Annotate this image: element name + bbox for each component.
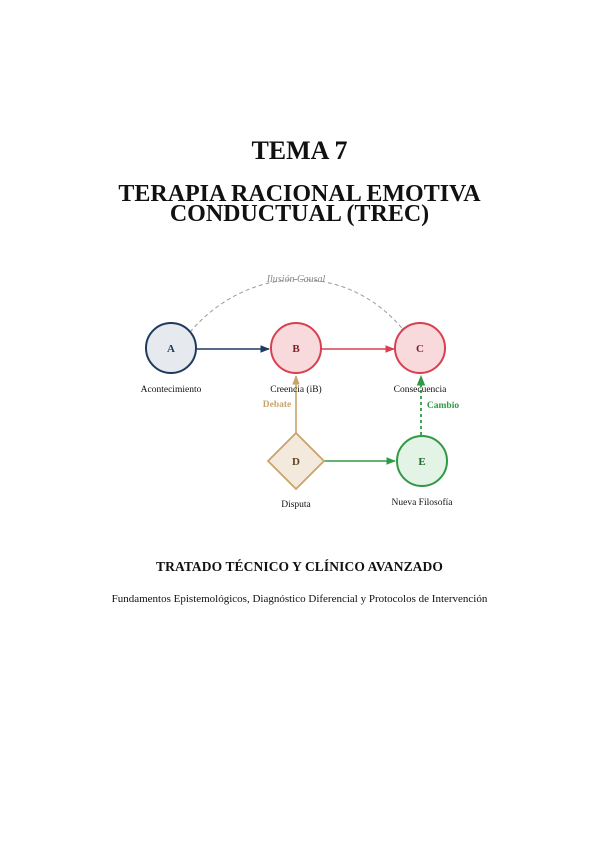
node-b-circle <box>270 322 322 374</box>
causal-illusion-label: Ilusión Causal <box>266 274 326 285</box>
node-e-letter: E <box>418 456 425 468</box>
node-d-diamond <box>266 431 326 491</box>
node-a-caption: Acontecimiento <box>141 385 202 395</box>
node-d-caption: Disputa <box>281 500 311 510</box>
debate-label: Debate <box>263 400 292 410</box>
node-e-caption: Nueva Filosofía <box>392 497 454 508</box>
node-a-circle <box>145 322 197 374</box>
document-subtitle: TRATADO TÉCNICO Y CLÍNICO AVANZADO <box>156 559 443 574</box>
node-c-circle <box>394 322 446 374</box>
node-d: D Disputa <box>266 431 326 510</box>
node-d-letter: D <box>292 456 300 468</box>
node-e-circle <box>396 435 448 487</box>
node-c-caption: Consecuencia <box>394 385 448 395</box>
node-c: C Consecuencia <box>394 322 448 395</box>
node-b-caption: Creencia (iB) <box>270 384 321 395</box>
chapter-title-line-2: CONDUCTUAL (TREC) <box>169 201 430 227</box>
chapter-number: TEMA 7 <box>251 136 348 165</box>
document-byline: Fundamentos Epistemológicos, Diagnóstico… <box>111 593 488 605</box>
node-b: B Creencia (iB) <box>270 322 322 395</box>
cambio-label: Cambio <box>427 401 459 411</box>
node-e: E Nueva Filosofía <box>392 435 454 508</box>
node-c-letter: C <box>416 343 424 355</box>
node-a: A Acontecimiento <box>141 322 202 395</box>
node-b-letter: B <box>292 343 300 355</box>
node-a-letter: A <box>167 343 175 355</box>
chapter-title-line-1: TERAPIA RACIONAL EMOTIVA <box>118 181 481 207</box>
chapter-title: TERAPIA RACIONAL EMOTIVA CONDUCTUAL (TRE… <box>0 181 599 227</box>
